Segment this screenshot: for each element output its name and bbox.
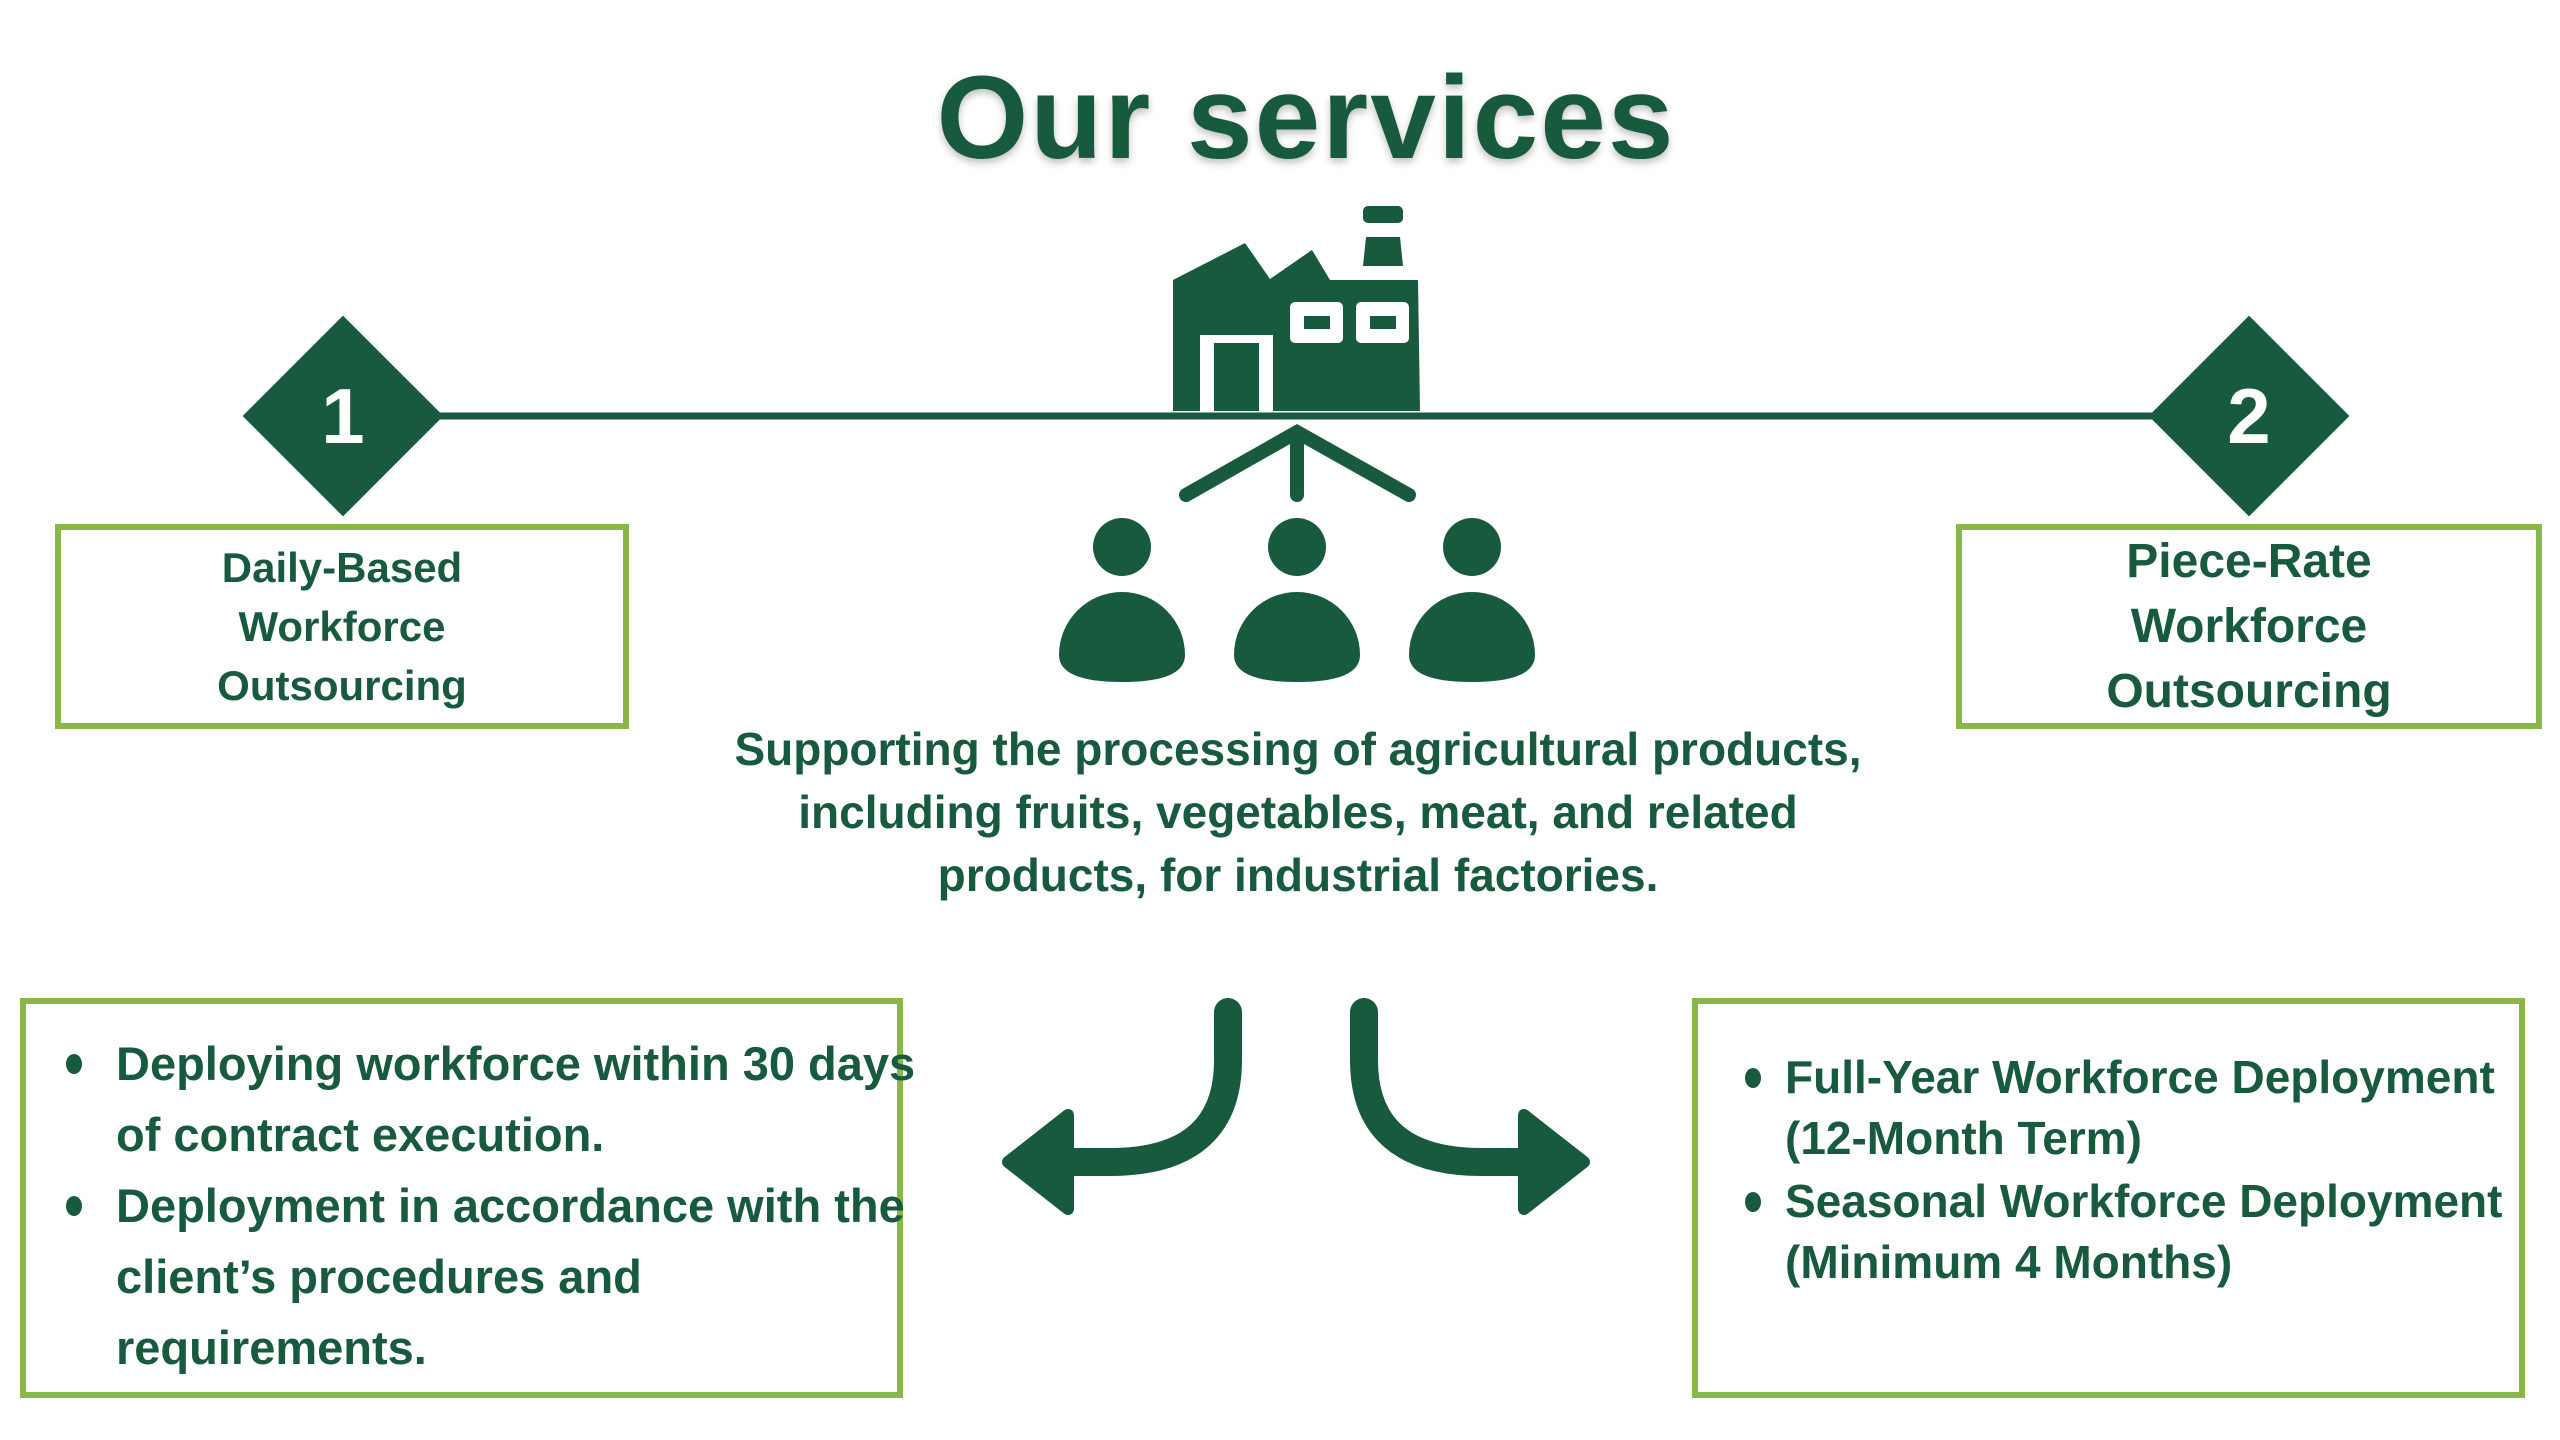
service-2-label-line: Piece-Rate <box>2126 535 2372 588</box>
service-2-bullets: Full-Year Workforce Deployment (12-Month… <box>1745 1047 2545 1295</box>
diamond-1 <box>242 315 444 517</box>
service-1-bullets: Deploying workforce within 30 days of co… <box>66 1028 916 1383</box>
service-number-1: 1 <box>321 371 365 460</box>
bullet-icon <box>1745 1192 1761 1212</box>
bullet-text: Full-Year Workforce Deployment (12-Month… <box>1785 1051 2495 1164</box>
center-description: Supporting the processing of agricultura… <box>734 723 1862 901</box>
service-2-label-line: Outsourcing <box>2106 665 2392 718</box>
curved-arrow-right-icon <box>1350 998 1590 1215</box>
network-branch-icon <box>1179 423 1416 502</box>
service-1-label-line: Workforce <box>238 603 446 650</box>
service-2-label-box: Piece-Rate Workforce Outsourcing <box>1956 524 2542 729</box>
page-title: Our services <box>936 52 1676 184</box>
bullet-icon <box>1745 1068 1761 1088</box>
bullet-item: Deploying workforce within 30 days of co… <box>66 1028 916 1170</box>
bullet-item: Deployment in accordance with the client… <box>66 1170 916 1383</box>
service-2-details-box: Full-Year Workforce Deployment (12-Month… <box>1692 998 2525 1398</box>
service-2-label-line: Workforce <box>2130 600 2368 653</box>
bullet-icon <box>66 1054 82 1074</box>
service-1-label-box: Daily-Based Workforce Outsourcing <box>55 524 629 729</box>
bullet-text: Seasonal Workforce Deployment (Minimum 4… <box>1785 1175 2503 1288</box>
service-number-2: 2 <box>2227 371 2271 460</box>
curved-arrow-left-icon <box>1002 998 1242 1215</box>
bullet-item: Seasonal Workforce Deployment (Minimum 4… <box>1745 1171 2545 1293</box>
diamond-2 <box>2148 315 2350 517</box>
bullet-item: Full-Year Workforce Deployment (12-Month… <box>1745 1047 2545 1169</box>
people-icon <box>1059 518 1535 682</box>
bullet-text: Deployment in accordance with the client… <box>116 1179 905 1374</box>
bullet-text: Deploying workforce within 30 days of co… <box>116 1037 916 1161</box>
bullet-icon <box>66 1196 82 1216</box>
service-1-label-line: Outsourcing <box>217 662 467 709</box>
service-1-label-line: Daily-Based <box>221 544 463 591</box>
service-1-details-box: Deploying workforce within 30 days of co… <box>20 998 915 1398</box>
